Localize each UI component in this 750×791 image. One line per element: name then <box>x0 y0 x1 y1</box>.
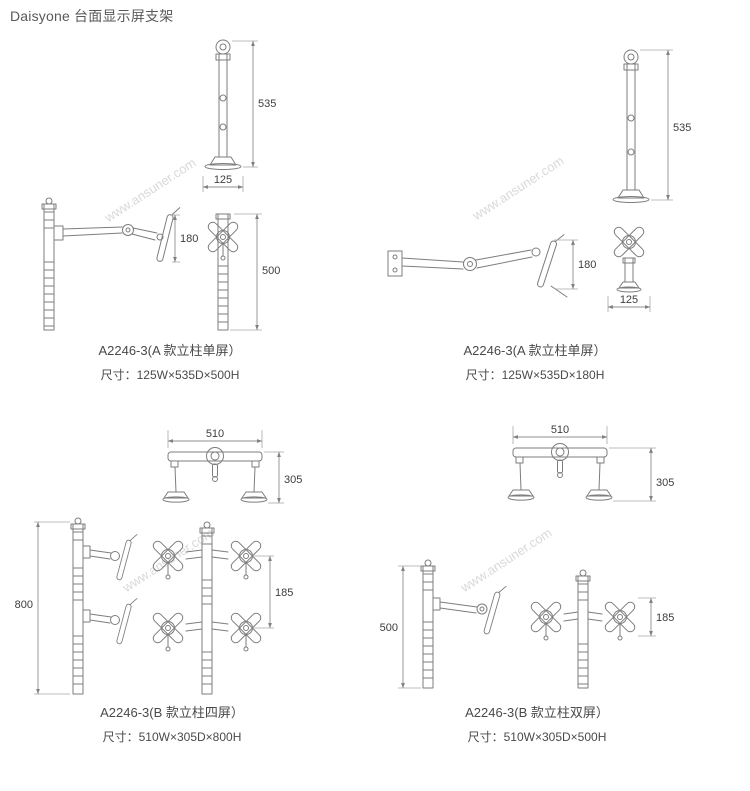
dim-base-width-a1: 125 <box>202 174 244 192</box>
dim-crossbar-width-b4: 510 <box>167 428 263 448</box>
dim-screen-spacing-b2: 185 <box>638 597 674 637</box>
product-caption-a-180: A2246-3(A 款立柱单屏） <box>463 343 607 358</box>
figure-b4-front <box>70 517 273 695</box>
figure-a1-arm-side <box>41 197 181 331</box>
dim-label-depth: 305 <box>656 477 674 489</box>
dim-column-height-a1: 500 <box>230 213 280 331</box>
product-caption-b-dual: A2246-3(B 款立柱双屏） <box>465 705 609 720</box>
dim-screen-spacing-b4: 185 <box>254 555 293 629</box>
product-size-a-500: 尺寸：125W×535D×500H <box>100 368 240 382</box>
dim-label-base-width: 125 <box>214 174 232 186</box>
dim-label-column-height: 500 <box>380 622 398 634</box>
dim-base-width-a2: 125 <box>607 294 651 312</box>
dim-pole-height-a1: 535 <box>232 40 276 168</box>
dim-column-height-b2: 500 <box>380 565 421 689</box>
figure-b2-front <box>420 559 647 689</box>
figure-b2-top-view <box>507 443 613 501</box>
dim-label-arm-height: 180 <box>180 233 198 245</box>
figure-b4-top-view <box>162 447 268 503</box>
product-size-b-quad: 尺寸：510W×305D×800H <box>102 730 242 744</box>
dim-label-screen-spacing: 185 <box>656 612 674 624</box>
figure-a1-pole-front <box>204 39 242 170</box>
product-caption-b-quad: A2246-3(B 款立柱四屏） <box>100 705 244 720</box>
dim-label-total-height: 800 <box>15 599 33 611</box>
figure-a1-column-front <box>196 210 250 331</box>
page-title: Daisyone 台面显示屏支架 <box>10 8 174 24</box>
dim-label-column-height: 500 <box>262 265 280 277</box>
dim-label-crossbar-width: 510 <box>206 428 224 440</box>
product-caption-a-500: A2246-3(A 款立柱单屏） <box>98 343 242 358</box>
product-size-b-dual: 尺寸：510W×305D×500H <box>467 730 607 744</box>
dim-crossbar-width-b2: 510 <box>512 424 608 444</box>
dim-arm-height-a2: 180 <box>554 239 596 290</box>
dim-label-screen-spacing: 185 <box>275 587 293 599</box>
dim-total-height-b4: 800 <box>15 521 70 695</box>
dim-arm-height-a1: 180 <box>170 214 198 263</box>
dim-label-pole-height: 535 <box>673 122 691 134</box>
dim-label-pole-height: 535 <box>258 98 276 110</box>
dim-depth-b4: 305 <box>264 451 302 504</box>
dim-label-arm-height: 180 <box>578 259 596 271</box>
dim-label-depth: 305 <box>284 474 302 486</box>
figure-a2-mount-front <box>601 214 657 293</box>
figure-a2-arm-side <box>387 231 568 298</box>
dim-pole-height-a2: 535 <box>640 49 691 201</box>
dim-depth-b2: 305 <box>609 447 674 502</box>
figure-a2-pole-front <box>612 49 650 203</box>
product-size-a-180: 尺寸：125W×535D×180H <box>465 368 605 382</box>
dim-label-base-width: 125 <box>620 294 638 306</box>
dim-label-crossbar-width: 510 <box>551 424 569 436</box>
